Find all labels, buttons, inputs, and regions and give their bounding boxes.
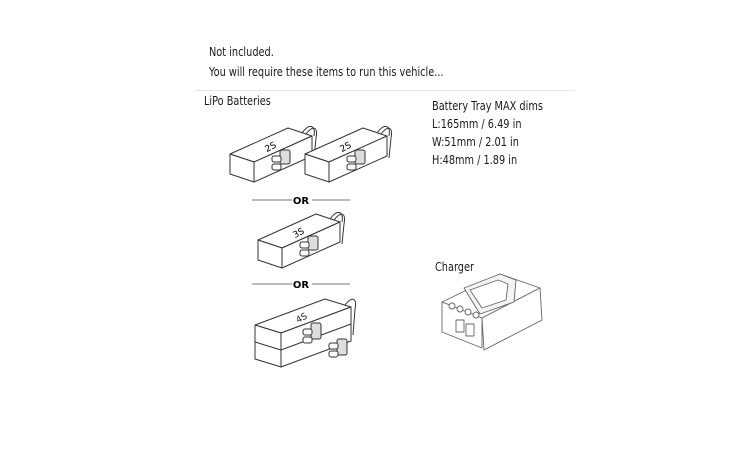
or-separator: OR — [293, 280, 310, 291]
battery-label: 2S — [339, 141, 354, 155]
divider — [195, 90, 575, 91]
tray-length: L:165mm / 6.49 in — [432, 116, 522, 131]
charger-illustration — [441, 273, 543, 351]
battery-4s: 4S — [254, 298, 356, 368]
battery-3s: 3S — [257, 211, 346, 269]
battery-2s-b: 2S — [304, 125, 393, 183]
tray-height: H:48mm / 1.89 in — [432, 152, 518, 167]
or-separator: OR — [293, 196, 310, 207]
lipo-heading: LiPo Batteries — [204, 93, 271, 108]
battery-label: 3S — [292, 227, 307, 241]
battery-2s-a: 2S — [229, 125, 318, 183]
battery-label: 2S — [264, 141, 279, 155]
tray-heading: Battery Tray MAX dims — [432, 98, 543, 113]
not-included-text: Not included. — [209, 44, 274, 59]
battery-label: 4S — [295, 312, 310, 326]
tray-width: W:51mm / 2.01 in — [432, 134, 519, 149]
charger-heading: Charger — [435, 259, 474, 274]
requirement-text: You will require these items to run this… — [209, 64, 444, 79]
